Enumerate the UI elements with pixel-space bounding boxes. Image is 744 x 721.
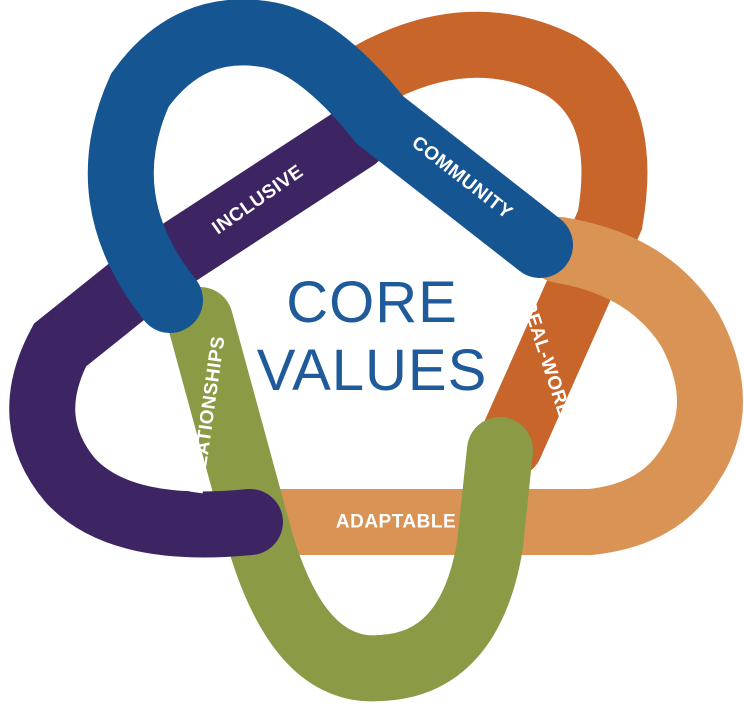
band-inclusive — [9, 105, 388, 558]
band-real-world — [337, 11, 648, 478]
band-relationships — [167, 287, 533, 702]
title-line-2: VALUES — [257, 338, 488, 403]
band-adaptable — [247, 217, 743, 555]
band-community — [87, 0, 573, 333]
title-line-1: CORE — [286, 270, 458, 335]
label-adaptable: ADAPTABLE — [336, 512, 456, 533]
